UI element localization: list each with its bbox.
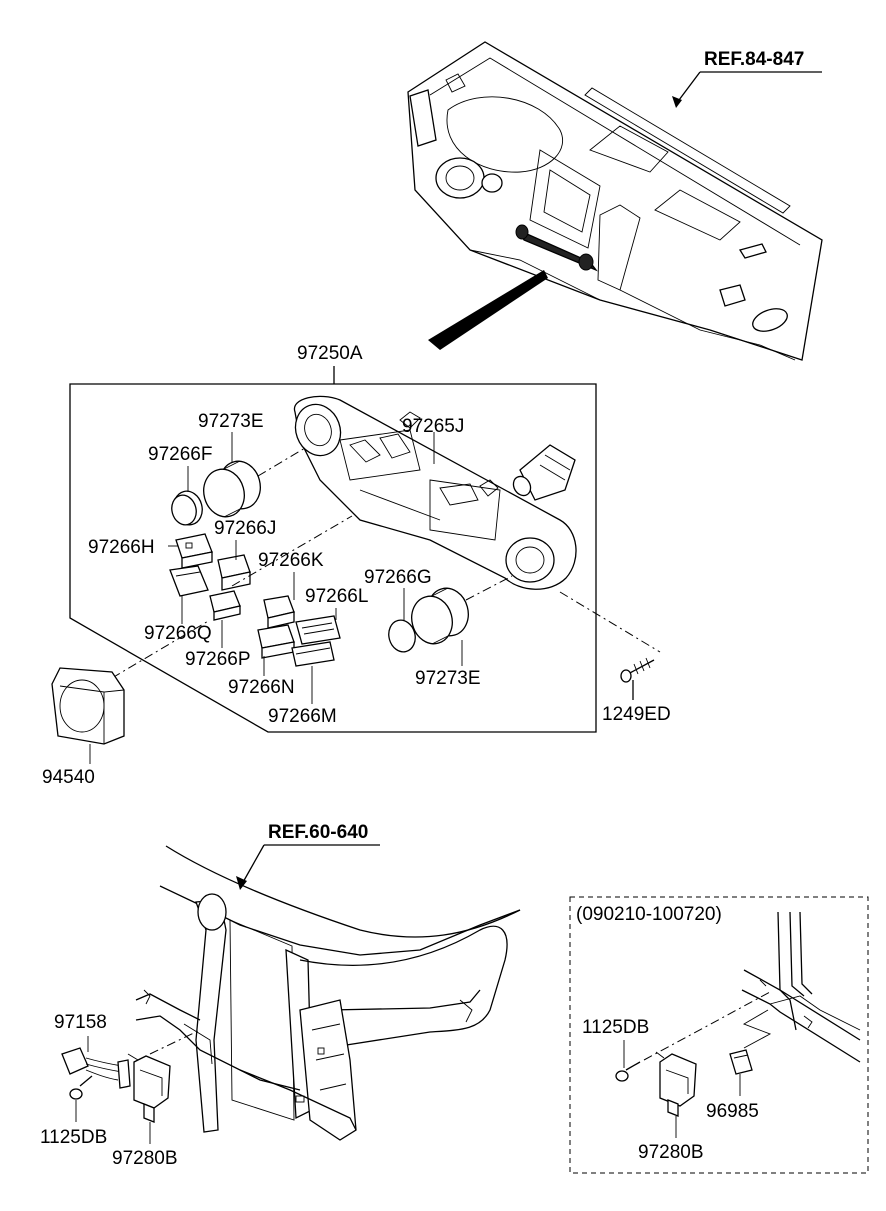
inset-frame-illustration	[741, 911, 861, 1063]
label-97266J: 97266J	[214, 518, 276, 539]
label-97266Q: 97266Q	[144, 623, 212, 644]
screw-1125DB-left	[69, 1075, 93, 1122]
cap-97266G	[388, 619, 416, 653]
switch-97266K	[263, 595, 295, 629]
label-1125DB-left: 1125DB	[40, 1127, 107, 1148]
connector-part	[512, 444, 576, 501]
label-97266G: 97266G	[364, 567, 432, 588]
labels-frame: 97158 1125DB 97280B	[40, 1012, 178, 1169]
connector-97158	[61, 1036, 131, 1089]
label-97273E-bottom: 97273E	[415, 668, 481, 689]
labels-top: 97250A 97273E 97266F 97265J 97266J 97266…	[42, 343, 671, 788]
screw-1125DB-right	[615, 991, 771, 1082]
knob-97273E-bottom	[411, 575, 513, 645]
sensor-97280B-right	[655, 1051, 697, 1138]
switch-97266L	[295, 615, 341, 645]
ref-dashboard-label: REF.84-847	[704, 49, 804, 70]
control-assembly-box	[69, 366, 597, 733]
screw-1249ED	[620, 657, 655, 700]
dashboard-illustration	[407, 41, 823, 361]
label-97266K: 97266K	[258, 550, 324, 571]
label-1125DB-right: 1125DB	[582, 1017, 649, 1038]
label-1249ED: 1249ED	[602, 704, 671, 725]
inset-date-range: (090210-100720)	[576, 904, 722, 925]
label-97266L: 97266L	[305, 586, 368, 607]
switch-97266Q	[169, 565, 209, 597]
label-97273E-top: 97273E	[198, 411, 264, 432]
label-94540: 94540	[42, 767, 95, 788]
leader-lines-top	[89, 432, 463, 764]
knob-97273E-top	[203, 447, 306, 518]
clip-96985	[729, 1009, 772, 1096]
inset-box: (090210-100720)	[569, 896, 869, 1174]
switch-97266M	[291, 641, 335, 667]
switch-97266J	[217, 554, 251, 591]
sensor-94540	[51, 667, 125, 745]
label-97266H: 97266H	[88, 537, 155, 558]
label-97280B-left: 97280B	[112, 1148, 178, 1169]
ref-frame-label: REF.60-640	[268, 822, 368, 843]
label-97280B-right: 97280B	[638, 1142, 704, 1163]
cap-97266F	[171, 490, 203, 526]
ref-dashboard: REF.84-847	[672, 49, 822, 108]
label-97266M: 97266M	[268, 706, 337, 727]
label-97250A: 97250A	[297, 343, 363, 364]
switch-97266H	[175, 533, 213, 569]
ref-frame: REF.60-640	[236, 822, 380, 890]
label-96985: 96985	[706, 1101, 759, 1122]
label-97266P: 97266P	[185, 649, 251, 670]
front-frame-illustration	[135, 845, 521, 1141]
sensor-97280B-left	[127, 1029, 201, 1144]
switch-97266N	[257, 624, 295, 659]
label-97266N: 97266N	[228, 677, 295, 698]
switch-97266P	[209, 590, 241, 621]
control-bracket-97265J	[293, 395, 577, 590]
label-97265J: 97265J	[402, 416, 464, 437]
label-97266F: 97266F	[148, 444, 212, 465]
labels-inset: 1125DB 96985 97280B	[582, 1017, 759, 1163]
label-97158: 97158	[54, 1012, 107, 1033]
